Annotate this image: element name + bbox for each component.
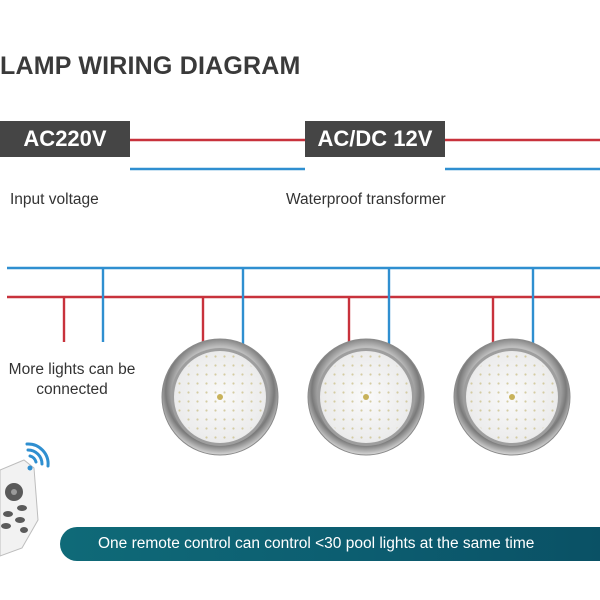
transformer-box: AC/DC 12V <box>305 121 445 157</box>
pool-lamp <box>161 338 279 456</box>
lamp-drops <box>201 268 535 345</box>
remote-control-icon <box>0 459 39 557</box>
extension-drops <box>62 268 105 342</box>
wireless-signal-icon <box>25 442 50 471</box>
bus-wires <box>7 266 600 299</box>
pool-lamp <box>307 338 425 456</box>
pool-lamp <box>453 338 571 456</box>
input-voltage-box: AC220V <box>0 121 130 157</box>
top-wires <box>130 138 600 171</box>
more-lights-caption: More lights can be connected <box>8 361 136 398</box>
input-voltage-caption: Input voltage <box>10 191 99 208</box>
remote-info-text: One remote control can control <30 pool … <box>98 535 535 552</box>
remote-info-banner: One remote control can control <30 pool … <box>60 527 600 561</box>
transformer-caption: Waterproof transformer <box>286 191 446 208</box>
page-title: LAMP WIRING DIAGRAM <box>0 52 301 80</box>
